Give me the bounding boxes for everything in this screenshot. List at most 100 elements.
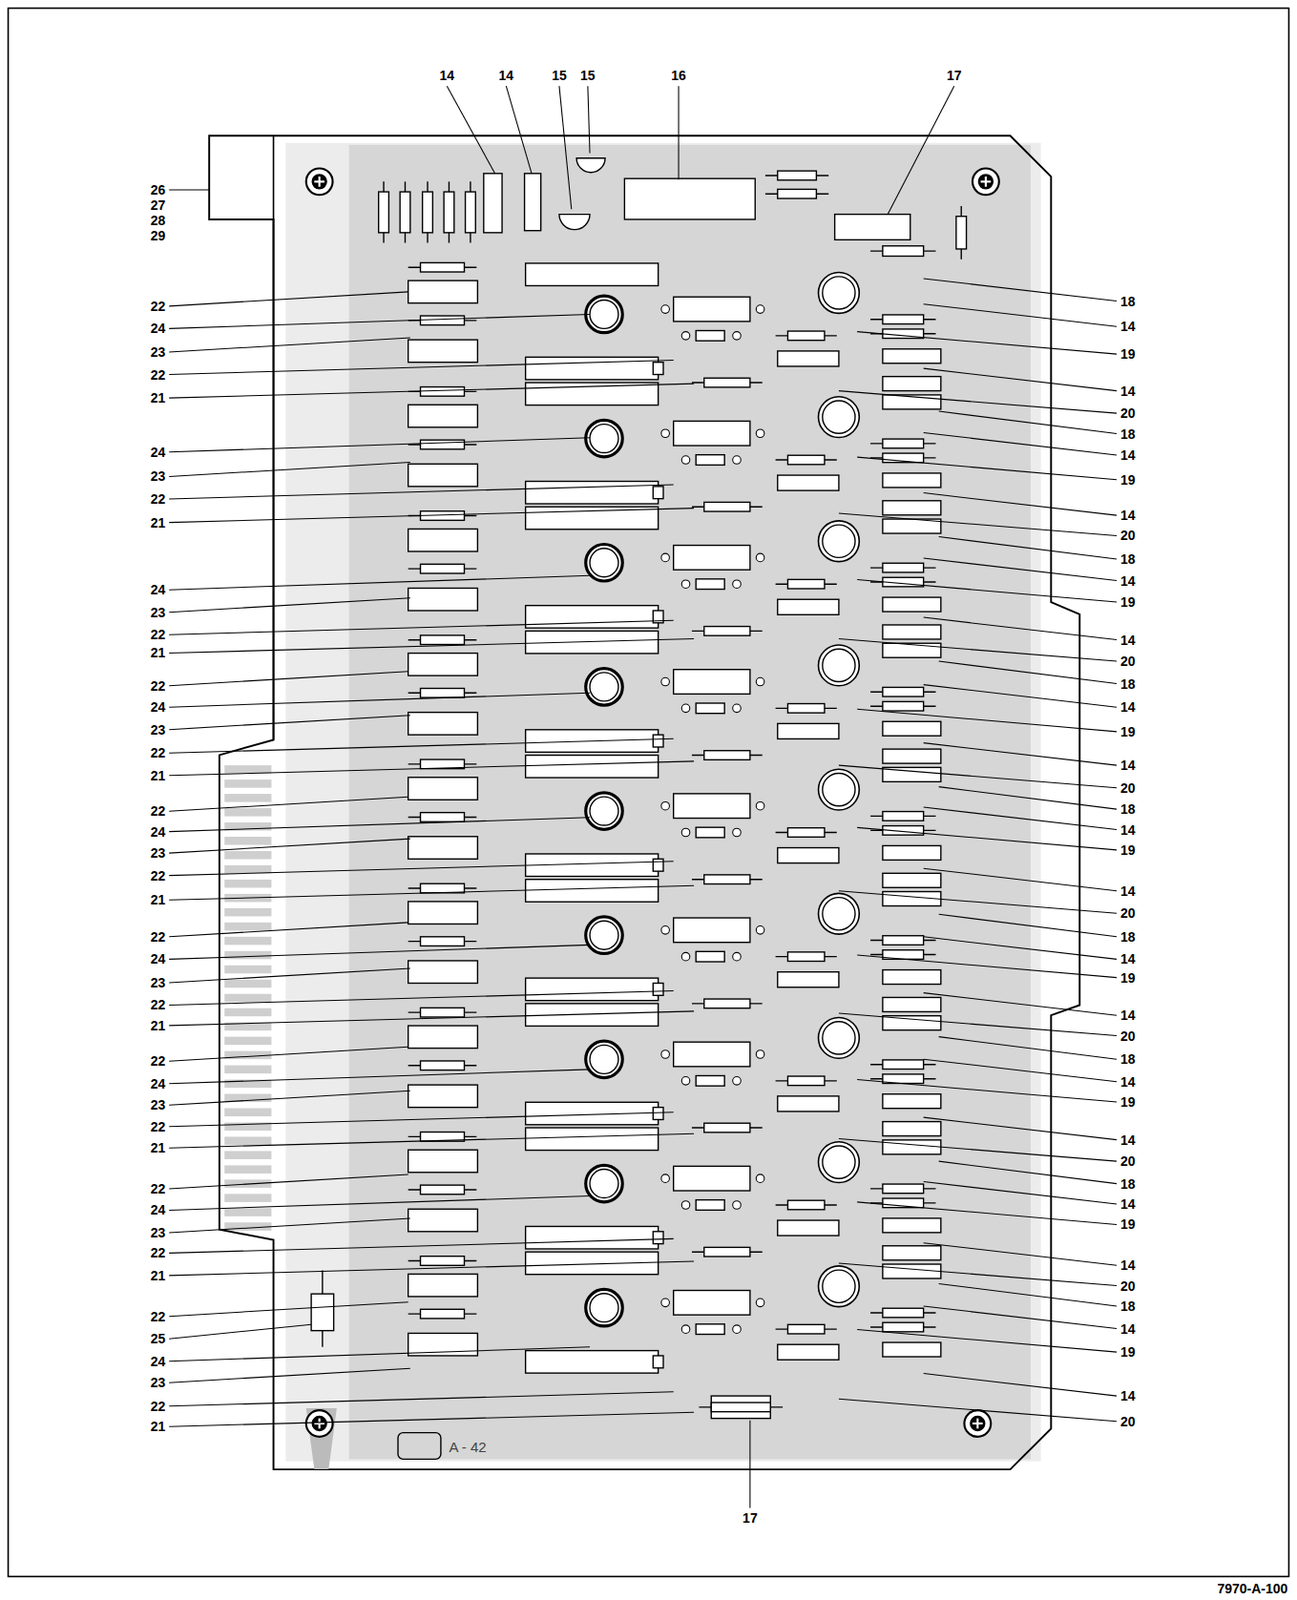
component-box xyxy=(652,1108,664,1121)
resistor-symbol xyxy=(443,191,455,233)
leader-line xyxy=(923,432,1117,456)
callout-number: 7970-A-100 xyxy=(1216,1581,1288,1597)
resistor-symbol xyxy=(695,1075,725,1087)
edge-finger xyxy=(224,1136,272,1146)
component-box xyxy=(408,836,479,860)
transistor-can xyxy=(822,524,856,558)
component-box xyxy=(652,1356,664,1369)
callout-number: 22 xyxy=(150,1399,167,1415)
component-box xyxy=(777,723,839,739)
resistor-symbol xyxy=(787,704,824,714)
leader-line xyxy=(749,1421,751,1509)
resistor-symbol xyxy=(787,952,824,963)
callout-number: 20 xyxy=(1120,1414,1136,1430)
callout-number: 22 xyxy=(150,627,167,643)
edge-finger xyxy=(224,1193,272,1203)
solder-pad xyxy=(755,801,765,811)
callout-number: 18 xyxy=(1120,1298,1136,1315)
component-box xyxy=(408,339,479,363)
solder-pad xyxy=(732,828,742,837)
component-box xyxy=(673,296,751,322)
callout-number: 14 xyxy=(1120,757,1136,774)
callout-number: 19 xyxy=(1120,724,1136,740)
solder-pad xyxy=(732,704,742,713)
resistor-symbol xyxy=(420,883,465,894)
component-box xyxy=(408,653,479,677)
leader-line xyxy=(168,885,694,900)
resistor-symbol xyxy=(704,627,751,637)
component-box xyxy=(525,1351,659,1375)
leader-line xyxy=(168,1011,694,1026)
component-box xyxy=(882,873,942,888)
screw xyxy=(312,1416,327,1431)
transistor-can xyxy=(818,893,860,935)
component-box xyxy=(882,1246,942,1261)
edge-finger xyxy=(224,1037,272,1046)
component-box xyxy=(525,1128,659,1151)
resistor-symbol xyxy=(704,751,751,761)
leader-line xyxy=(678,85,680,180)
component-box xyxy=(624,178,755,220)
resistor-symbol xyxy=(882,812,924,822)
leader-line xyxy=(168,671,408,687)
leader-line xyxy=(168,313,590,329)
leader-line xyxy=(168,639,694,654)
edge-finger xyxy=(224,794,272,803)
transistor-can xyxy=(585,1165,623,1203)
edge-finger xyxy=(224,1108,272,1117)
transistor-can xyxy=(585,793,623,831)
callout-number: 21 xyxy=(150,1419,167,1435)
solder-pad xyxy=(681,1325,691,1335)
component-box xyxy=(882,376,942,392)
callout-number: 19 xyxy=(1120,1216,1136,1233)
leader-line xyxy=(505,85,532,174)
resistor-symbol xyxy=(420,813,465,823)
callout-number: 23 xyxy=(150,344,167,360)
component-box xyxy=(882,473,942,488)
resistor-symbol xyxy=(882,246,924,257)
callout-number: 18 xyxy=(1120,551,1136,567)
leader-line xyxy=(168,598,411,613)
leader-line xyxy=(168,1046,408,1062)
component-box xyxy=(882,1218,942,1234)
resistor-symbol xyxy=(882,439,924,449)
leader-line xyxy=(923,1374,1117,1398)
resistor-symbol xyxy=(704,999,751,1009)
callout-number: 16 xyxy=(670,67,687,84)
diode-symbol xyxy=(311,1294,335,1332)
leader-line xyxy=(939,411,1117,435)
solder-pad xyxy=(732,952,742,962)
edge-finger xyxy=(224,851,272,860)
callout-number: 22 xyxy=(150,298,167,314)
resistor-symbol xyxy=(420,1185,465,1195)
callout-number: 14 xyxy=(1120,1007,1136,1024)
solder-pad xyxy=(732,456,742,465)
callout-number: 21 xyxy=(150,768,167,784)
callout-number: 27 xyxy=(150,197,167,213)
component-box xyxy=(882,749,942,764)
transistor-can xyxy=(818,1266,860,1308)
callout-number: 15 xyxy=(580,67,596,84)
callout-number: 14 xyxy=(1120,883,1136,900)
callout-number: 19 xyxy=(1120,594,1136,610)
component-box xyxy=(408,777,479,801)
transistor-can xyxy=(822,1146,856,1179)
callout-number: 14 xyxy=(1120,1321,1136,1338)
callout-number: 21 xyxy=(150,1018,167,1034)
component-box xyxy=(882,597,942,612)
transistor-can xyxy=(585,1041,623,1079)
leader-line xyxy=(168,861,673,877)
leader-line xyxy=(168,1261,694,1277)
callout-number: 24 xyxy=(150,824,167,840)
transistor-can xyxy=(589,920,619,950)
component-box xyxy=(652,486,664,500)
callout-number: 23 xyxy=(150,605,167,621)
component-box xyxy=(777,972,839,988)
callout-number: 19 xyxy=(1120,842,1136,858)
callout-number: 14 xyxy=(1120,699,1136,715)
callout-number: 23 xyxy=(150,1097,167,1113)
solder-pad xyxy=(755,553,765,563)
leader-line xyxy=(168,1069,590,1085)
leader-line xyxy=(923,558,1117,582)
leader-line xyxy=(923,1306,1117,1330)
